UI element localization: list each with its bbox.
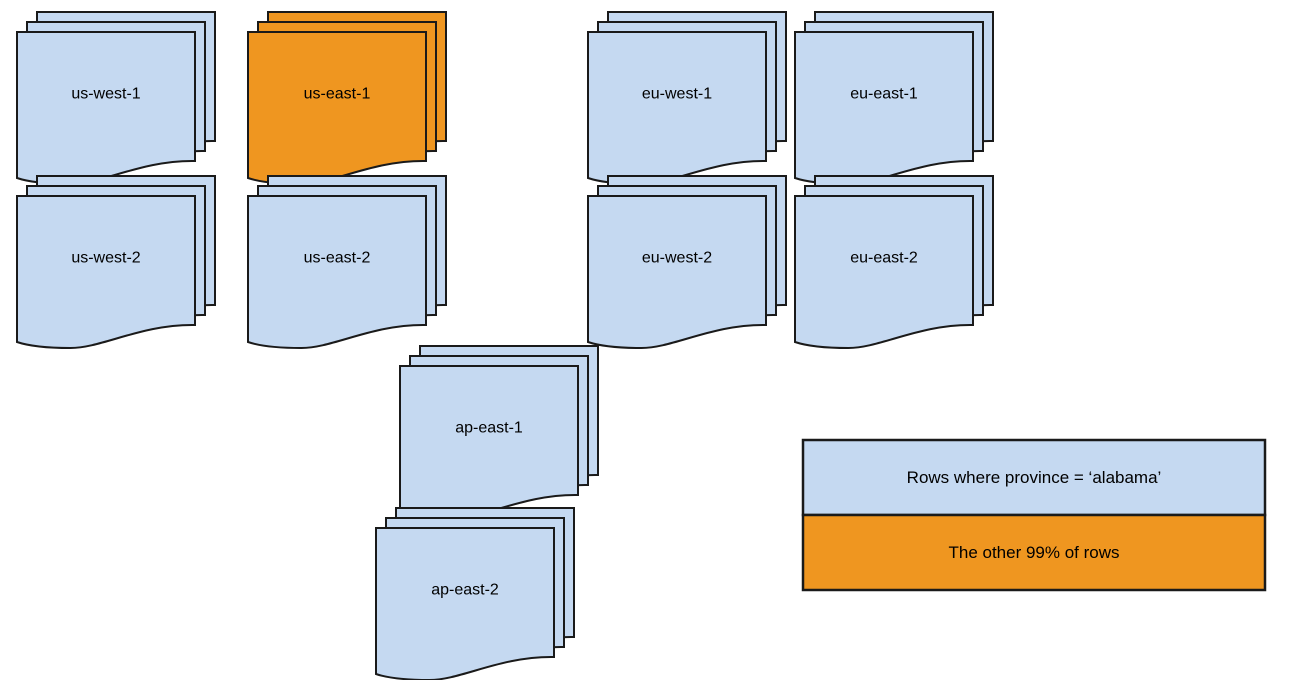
document-stack-us-west-2[interactable]: us-west-2 (16, 175, 216, 350)
document-stack-eu-west-1[interactable]: eu-west-1 (587, 11, 787, 186)
document-stack-label: us-west-2 (71, 250, 140, 267)
document-card-front (399, 365, 579, 520)
document-stack-ap-east-2[interactable]: ap-east-2 (375, 507, 575, 680)
document-card-front (247, 195, 427, 350)
document-stack-label: us-west-1 (71, 86, 140, 103)
legend-swatch-legend-orange (801, 513, 1267, 592)
document-stack-label: ap-east-1 (455, 420, 523, 437)
document-stack-eu-west-2[interactable]: eu-west-2 (587, 175, 787, 350)
document-card-front (794, 31, 974, 186)
document-card-front (16, 195, 196, 350)
document-card-front (794, 195, 974, 350)
document-stack-label: us-east-2 (304, 250, 371, 267)
legend-group: Rows where province = ‘alabama’ The other… (801, 438, 1267, 592)
document-stacks-group: us-west-1 us-east-1 eu-west-1 eu-east-1 us-w… (16, 11, 994, 680)
document-stack-label: us-east-1 (304, 86, 371, 103)
document-card-front (375, 527, 555, 680)
document-stack-label: eu-east-1 (850, 86, 918, 103)
document-stack-us-east-2[interactable]: us-east-2 (247, 175, 447, 350)
legend-swatch-legend-blue (801, 438, 1267, 517)
document-card-front (16, 31, 196, 186)
document-stack-eu-east-2[interactable]: eu-east-2 (794, 175, 994, 350)
legend-label-legend-orange: The other 99% of rows (948, 543, 1119, 562)
document-card-front (587, 31, 767, 186)
document-card-front (587, 195, 767, 350)
document-stack-label: eu-west-2 (642, 250, 712, 267)
document-card-front (247, 31, 427, 186)
document-stack-us-west-1[interactable]: us-west-1 (16, 11, 216, 186)
document-stack-label: eu-west-1 (642, 86, 712, 103)
document-stack-ap-east-1[interactable]: ap-east-1 (399, 345, 599, 520)
document-stack-label: ap-east-2 (431, 582, 499, 599)
document-stack-us-east-1[interactable]: us-east-1 (247, 11, 447, 186)
document-stack-label: eu-east-2 (850, 250, 918, 267)
legend-label-legend-blue: Rows where province = ‘alabama’ (907, 468, 1162, 487)
document-stack-eu-east-1[interactable]: eu-east-1 (794, 11, 994, 186)
